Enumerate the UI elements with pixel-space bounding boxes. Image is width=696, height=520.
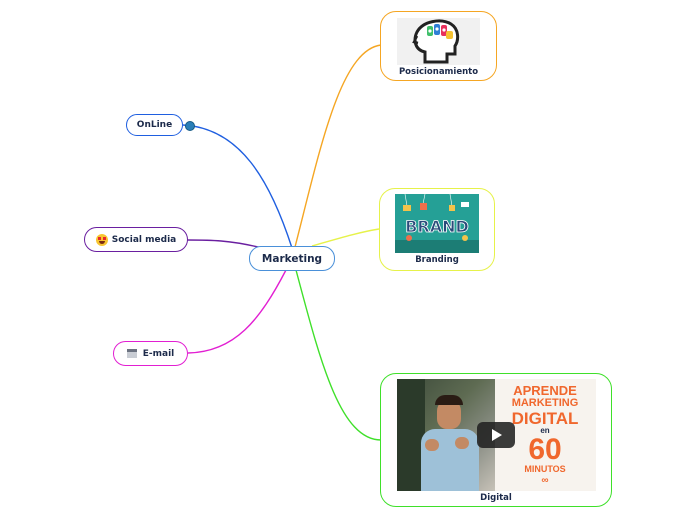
video-line-3: DIGITAL [511, 409, 579, 428]
node-branding-label: Branding [415, 255, 459, 265]
infinity-logo-icon: ∞ [541, 475, 549, 486]
link-online [182, 124, 293, 249]
brand-word: BRAND [405, 217, 469, 236]
link-digital [295, 269, 382, 441]
node-email-label: E-mail [142, 348, 175, 359]
brand-illustration: BRAND [395, 194, 479, 253]
video-line-2: MARKETING [511, 397, 579, 409]
link-posicionamiento [294, 44, 382, 248]
video-line-1: APRENDE [513, 383, 577, 398]
star-struck-emoji-icon [95, 233, 108, 246]
play-icon [491, 429, 502, 441]
clapper-icon [126, 349, 137, 358]
node-branding[interactable]: BRAND Branding [379, 188, 495, 271]
link-social [186, 239, 263, 249]
node-digital-label: Digital [480, 493, 512, 503]
video-line-4: en [540, 426, 550, 435]
brain-icon [397, 18, 480, 65]
node-posicionamiento-label: Posicionamiento [398, 67, 479, 77]
wordpress-icon[interactable] [185, 121, 195, 131]
node-posicionamiento[interactable]: Posicionamiento [380, 11, 497, 81]
central-topic[interactable]: Marketing [249, 246, 335, 271]
link-email [187, 269, 287, 354]
node-email[interactable]: E-mail [113, 341, 188, 366]
video-line-6: MINUTOS [524, 464, 566, 474]
central-topic-label: Marketing [261, 252, 323, 265]
video-line-5: 60 [528, 433, 562, 466]
node-social-media-label: Social media [111, 234, 177, 245]
node-digital[interactable]: APRENDE MARKETING DIGITAL en 60 MINUTOS … [380, 373, 612, 507]
node-social-media[interactable]: Social media [84, 227, 188, 252]
play-button[interactable] [476, 422, 515, 448]
video-thumbnail[interactable]: APRENDE MARKETING DIGITAL en 60 MINUTOS … [396, 379, 596, 491]
node-online-label: OnLine [136, 120, 173, 130]
link-branding [311, 228, 380, 247]
node-online[interactable]: OnLine [126, 114, 183, 136]
video-presenter-photo [396, 379, 495, 491]
